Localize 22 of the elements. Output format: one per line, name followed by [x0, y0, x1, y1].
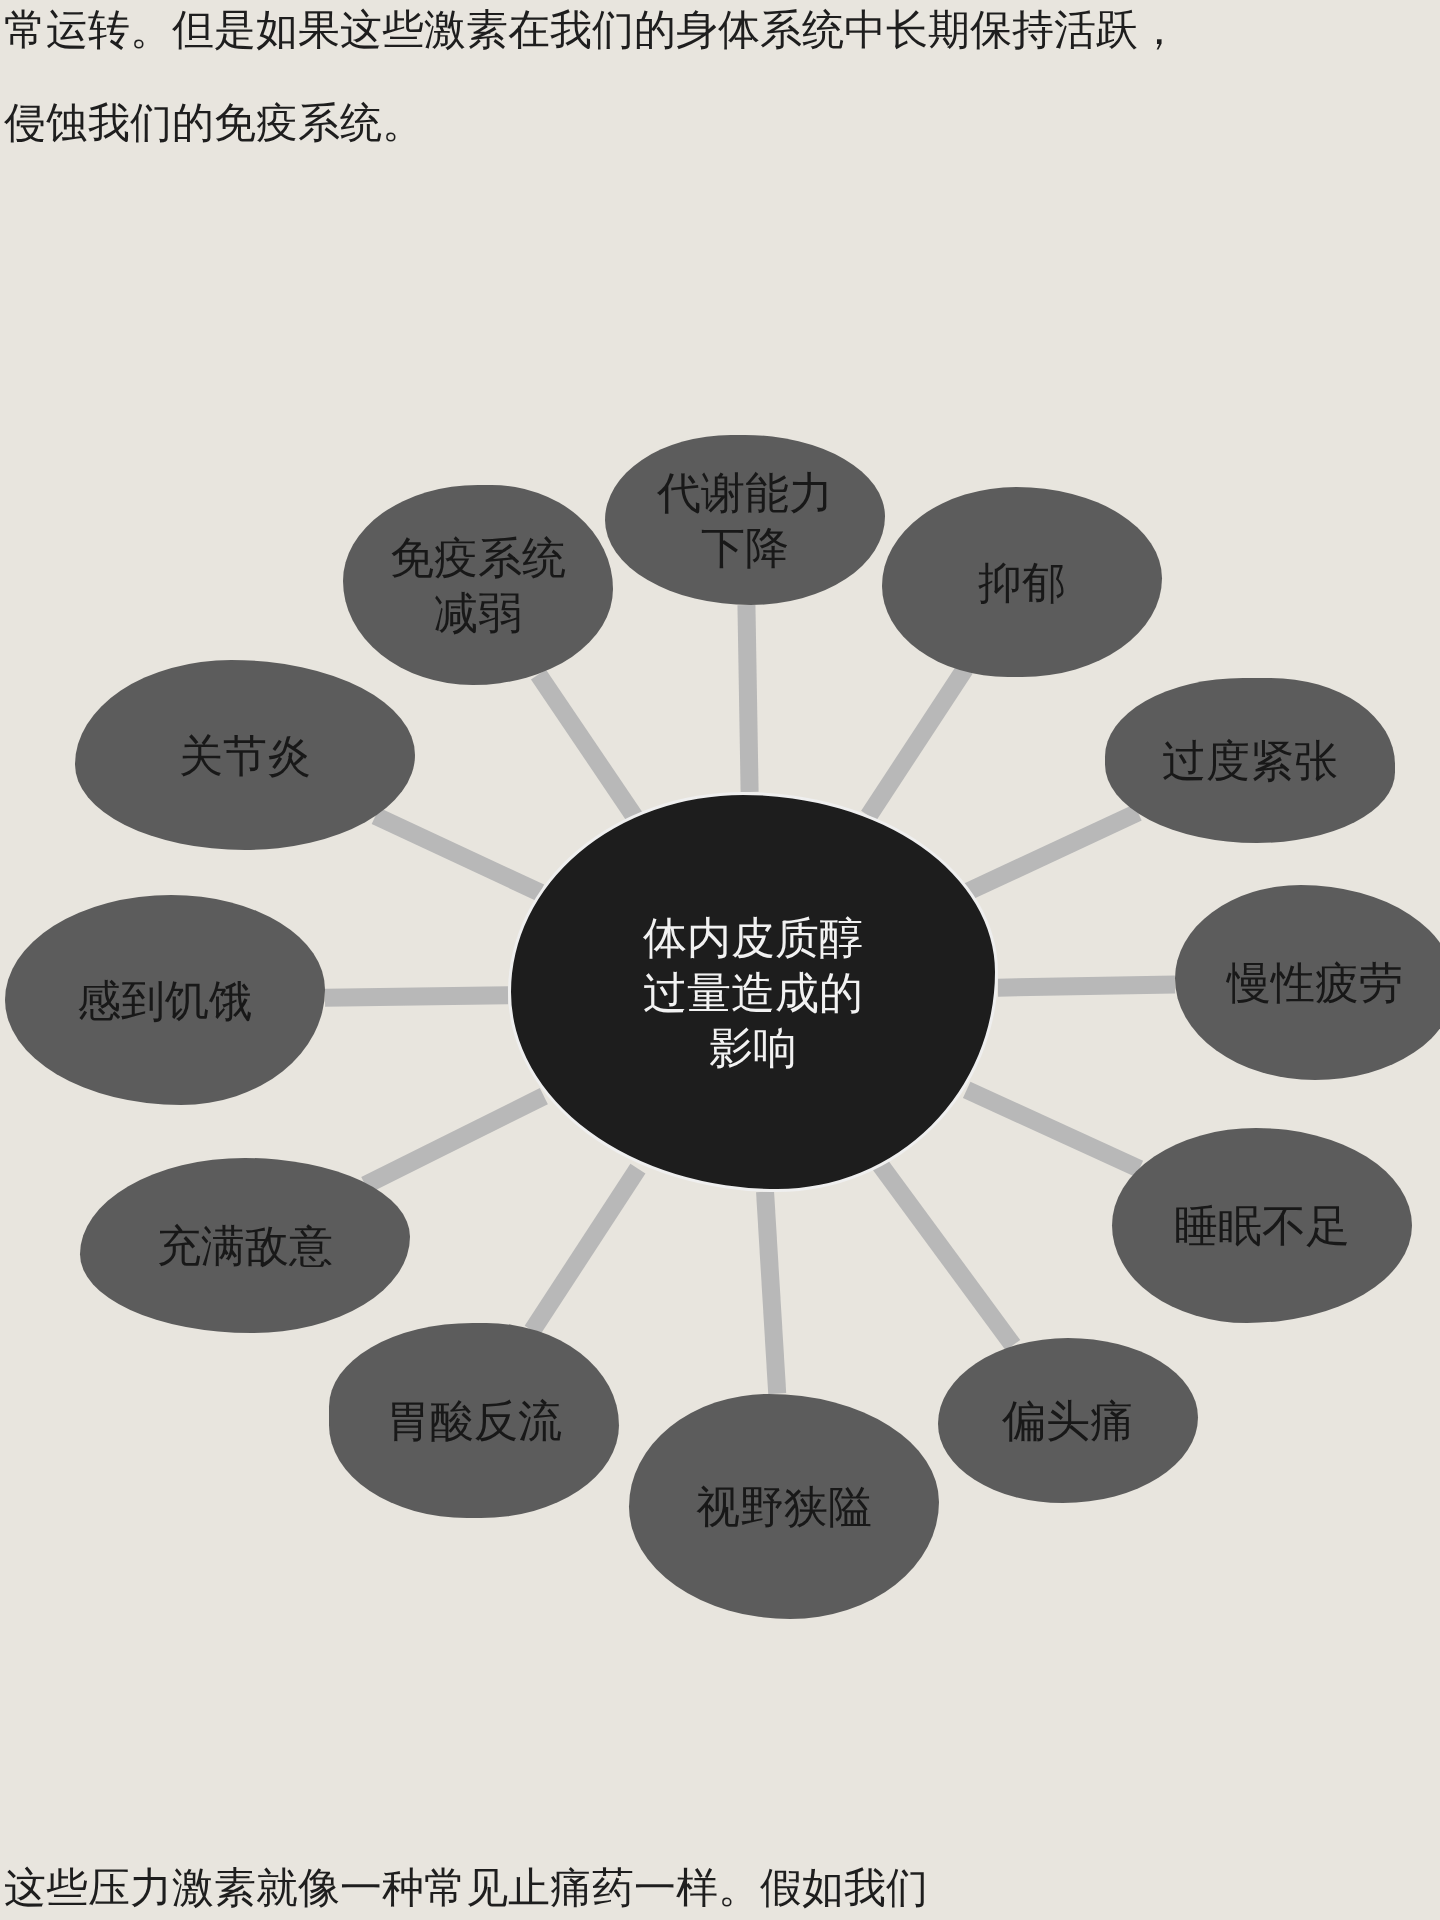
blob-label: 抑郁: [978, 555, 1066, 610]
blob-label: 感到饥饿: [77, 973, 253, 1028]
body-text: 这些压力激素就像一种常见止痛药一样。假如我们: [4, 1862, 928, 1914]
body-text: 常运转。但是如果这些激素在我们的身体系统中长期保持活跃，: [4, 4, 1180, 56]
blob-label: 视野狭隘: [696, 1479, 872, 1534]
blob-label: 充满敌意: [157, 1218, 333, 1273]
blob-label: 体内皮质醇过量造成的影响: [642, 910, 864, 1075]
connector-line: [324, 986, 509, 1007]
blob-label: 关节炎: [179, 728, 311, 783]
blob-label: 过度紧张: [1162, 733, 1338, 788]
blob-label: 偏头痛: [1002, 1393, 1134, 1448]
connector-line: [997, 975, 1176, 997]
body-text: 侵蚀我们的免疫系统。: [4, 97, 424, 149]
connector-line: [962, 1081, 1144, 1178]
connector-line: [371, 807, 545, 901]
blob-label: 免疫系统减弱: [389, 531, 567, 640]
connector-line: [737, 604, 759, 793]
blob-label: 慢性疲劳: [1227, 955, 1403, 1010]
blob-label: 胃酸反流: [386, 1393, 562, 1448]
blob-label: 代谢能力下降: [656, 466, 834, 575]
blob-label: 睡眠不足: [1174, 1198, 1350, 1253]
connector-line: [756, 1191, 787, 1395]
